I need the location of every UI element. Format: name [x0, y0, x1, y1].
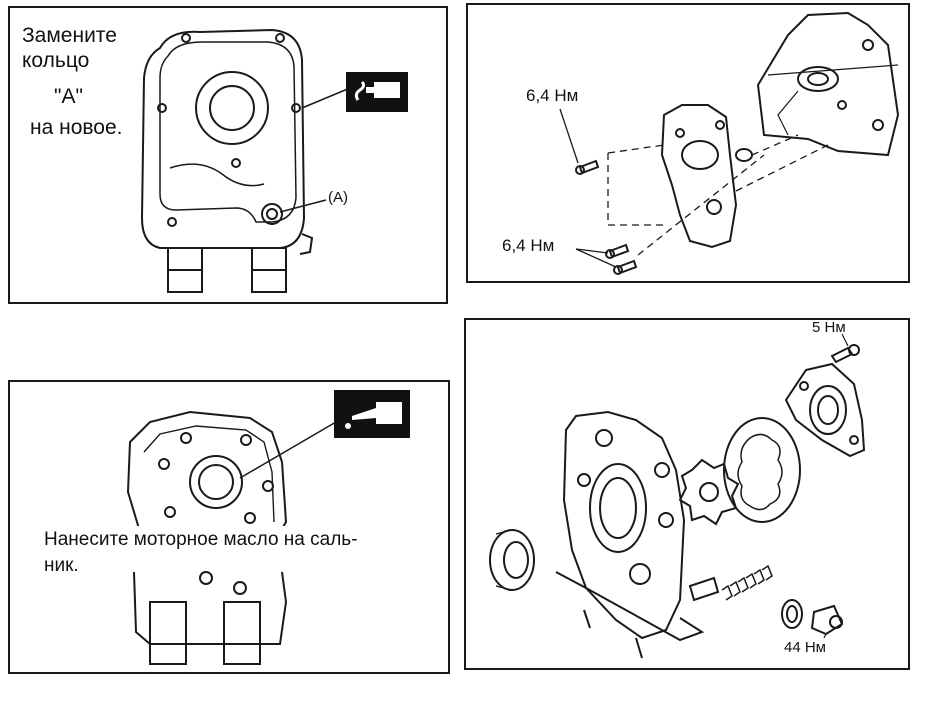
torque-label-top: 6,4 Нм [526, 86, 579, 105]
caption-line-2: ник. [40, 552, 83, 580]
torque-label-bottom: 6,4 Нм [502, 236, 555, 255]
torque-label-plug: 44 Нм [784, 639, 826, 656]
panel-pump-exploded: 5 Нм 44 Нм [464, 318, 910, 670]
oil-can-icon [334, 390, 410, 438]
pump-exploded-drawing [489, 333, 866, 659]
panel-pump-mounting: 6,4 Нм 6,4 Нм [466, 3, 910, 283]
instruction-line-3: "A" [54, 85, 83, 108]
torque-label-screw: 5 Нм [812, 319, 846, 336]
pump-mounting-drawing [559, 11, 900, 275]
panel-replace-oring: Замените кольцо "A" на новое. (A) [8, 6, 448, 304]
sealant-icon [346, 72, 408, 112]
caption-line-1: Нанесите моторное масло на саль- [40, 526, 362, 554]
instruction-line-4: на новое. [30, 116, 123, 139]
instruction-line-2: кольцо [22, 49, 90, 72]
panel-oil-seal: Нанесите моторное масло на саль- ник. [8, 380, 450, 674]
oil-seal-drawing [126, 410, 337, 665]
instruction-line-1: Замените [22, 24, 117, 47]
callout-a-label: (A) [328, 189, 348, 206]
timing-cover-drawing [140, 28, 351, 293]
